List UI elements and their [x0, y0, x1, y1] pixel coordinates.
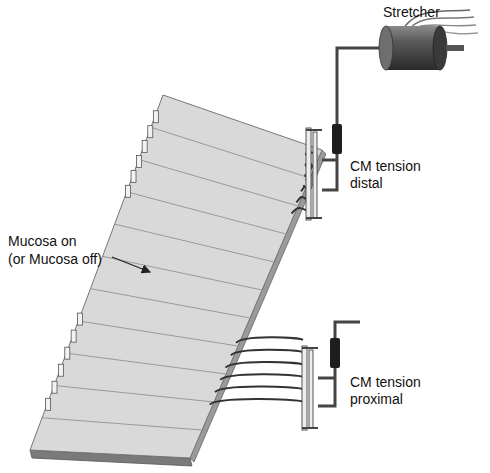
tissue-segment-line	[127, 192, 286, 234]
annotation-label: (or Mucosa off)	[8, 251, 118, 268]
hook	[210, 399, 303, 405]
hook	[220, 374, 303, 380]
proximal-clamp	[210, 337, 318, 430]
hook	[226, 362, 303, 368]
hook	[71, 330, 76, 342]
tissue-segment-line	[78, 321, 238, 346]
hook	[125, 185, 130, 197]
hook	[131, 170, 136, 182]
tissue-segment-line	[115, 224, 274, 262]
hook	[142, 141, 147, 153]
hook	[236, 337, 303, 343]
tissue-segment-line	[66, 353, 226, 374]
hook	[46, 398, 51, 410]
distal-force-transducer	[332, 124, 342, 154]
annotation-label: Stretcher	[383, 4, 483, 21]
annotation-label: CM tension proximal	[350, 374, 442, 408]
annotation-label: CM tension distal	[350, 158, 442, 192]
proximal-force-transducer	[330, 338, 340, 368]
hook	[137, 155, 142, 167]
tissue-segment-line	[90, 289, 250, 318]
hook	[52, 381, 57, 393]
hook	[153, 111, 158, 123]
leader-line	[112, 257, 150, 272]
tissue-segment-line	[139, 160, 298, 206]
hook	[296, 197, 307, 203]
annotation-label: Mucosa on	[8, 233, 108, 250]
hook	[231, 350, 303, 356]
hook	[215, 387, 303, 393]
tissue-segment-line	[103, 256, 262, 290]
tissue-segment-line	[42, 418, 202, 430]
hook	[78, 313, 83, 325]
hook	[292, 208, 307, 214]
hook	[65, 347, 70, 359]
tissue-segment-line	[54, 385, 214, 402]
tissue-strip	[30, 95, 326, 466]
hook	[148, 126, 153, 138]
hook	[58, 364, 63, 376]
distal-clamp	[292, 128, 322, 220]
